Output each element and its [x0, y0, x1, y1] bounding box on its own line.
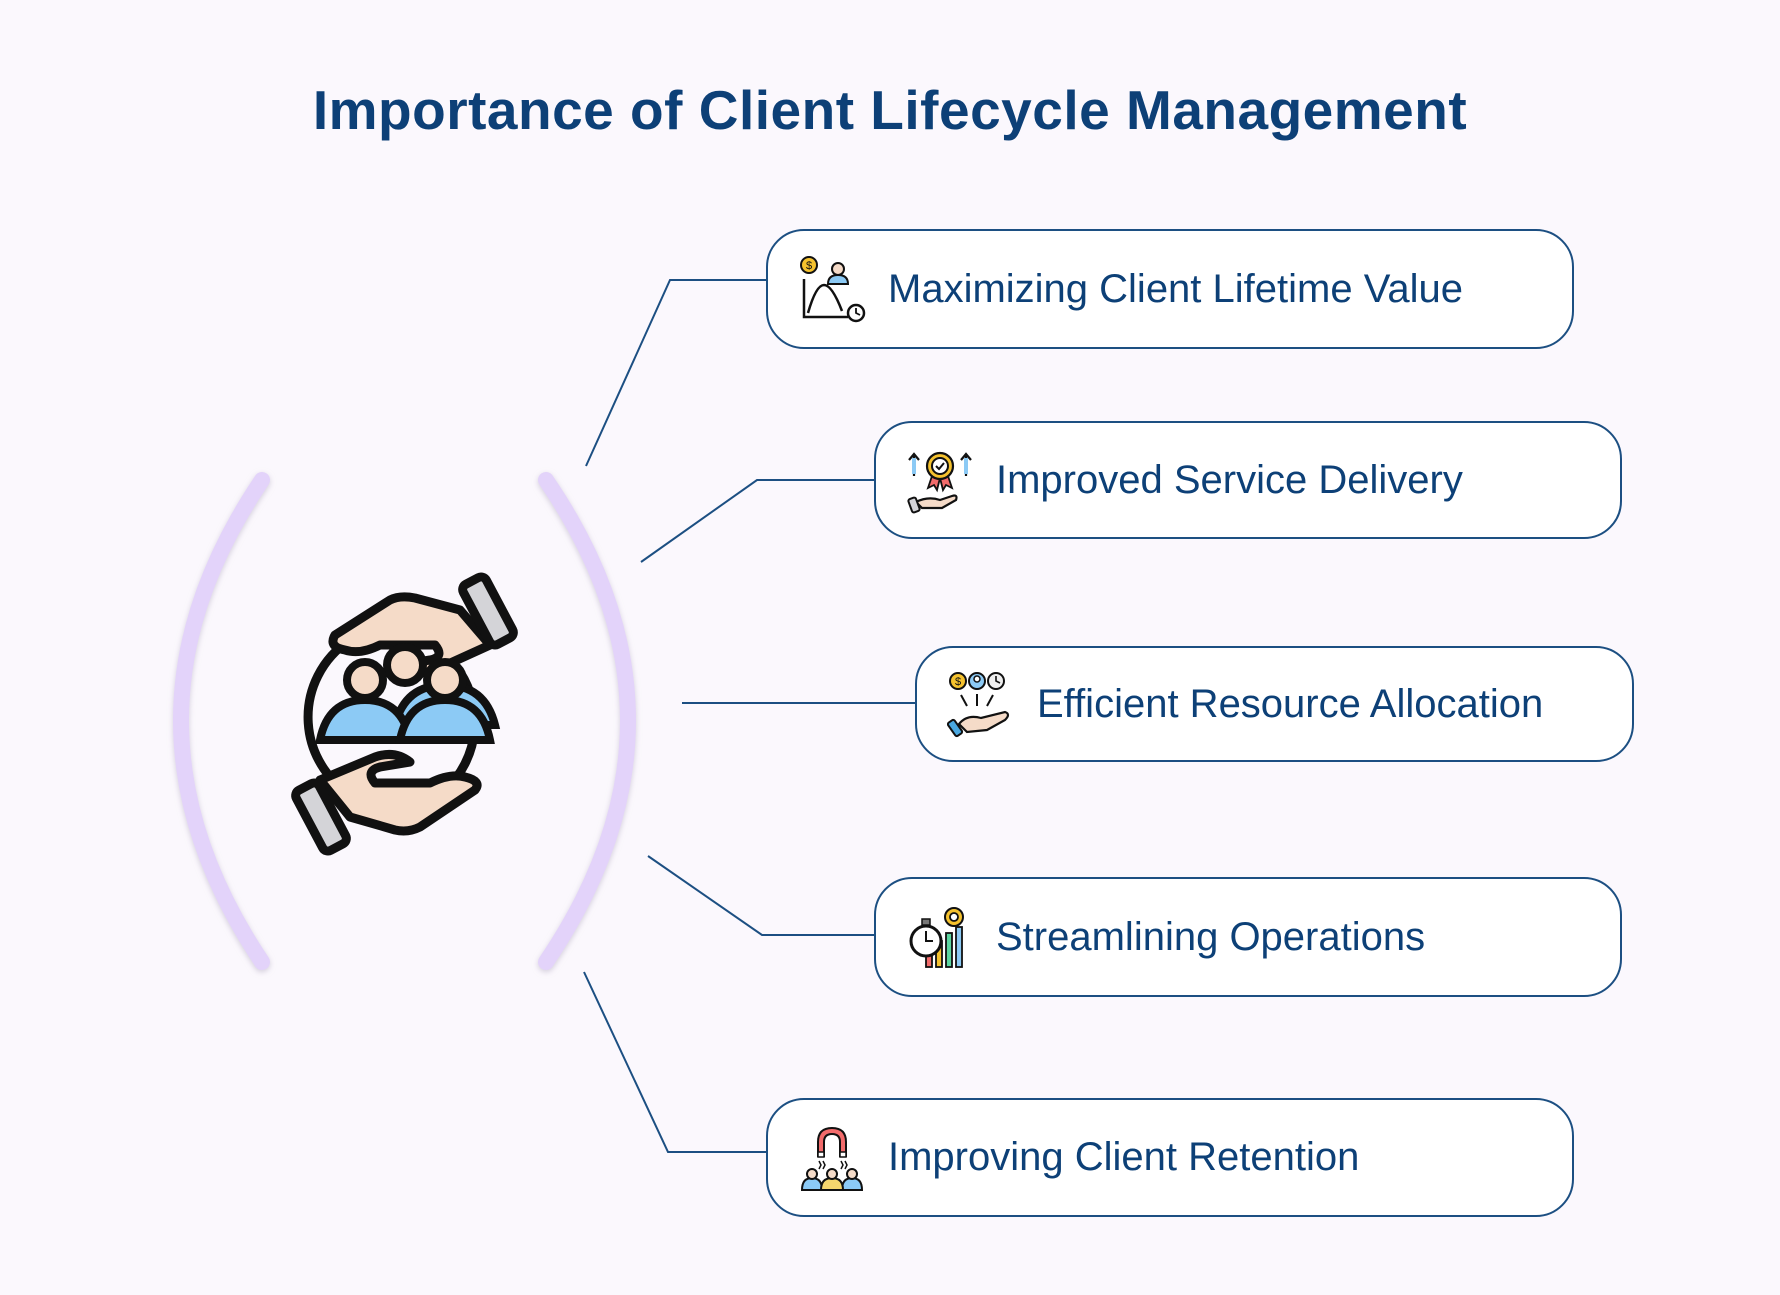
service-award-hand-icon [907, 451, 972, 514]
item-streamlining-operations: Streamlining Operations [874, 877, 1622, 997]
lifetime-value-chart-icon: $ [800, 256, 866, 323]
svg-text:$: $ [955, 676, 961, 688]
resource-allocation-hand-icon: $ [947, 672, 1010, 738]
connector-1 [585, 279, 766, 467]
connector-4 [647, 855, 874, 936]
item-label: Improving Client Retention [888, 1135, 1360, 1179]
connector-2 [640, 479, 874, 563]
item-improved-service-delivery: Improved Service Delivery [874, 421, 1622, 539]
svg-text:$: $ [806, 260, 812, 272]
item-maximizing-client-lifetime-value: $ Maximizing Client Lifetime Value [766, 229, 1574, 349]
left-bracket-arc [173, 472, 270, 970]
magnet-clients-icon [800, 1126, 864, 1191]
stopwatch-chart-gear-icon [909, 907, 964, 968]
item-improving-client-retention: Improving Client Retention [766, 1098, 1574, 1217]
item-label: Maximizing Client Lifetime Value [888, 266, 1464, 311]
page-title: Importance of Client Lifecycle Managemen… [312, 79, 1468, 141]
item-label: Efficient Resource Allocation [1037, 681, 1544, 726]
item-label: Improved Service Delivery [996, 457, 1463, 502]
item-label: Streamlining Operations [996, 914, 1426, 959]
item-efficient-resource-allocation: $ Efficient Resource Allocation [915, 646, 1634, 762]
connector-5 [583, 971, 766, 1153]
client-care-cycle-icon [291, 572, 518, 856]
right-bracket-arc [538, 472, 636, 970]
